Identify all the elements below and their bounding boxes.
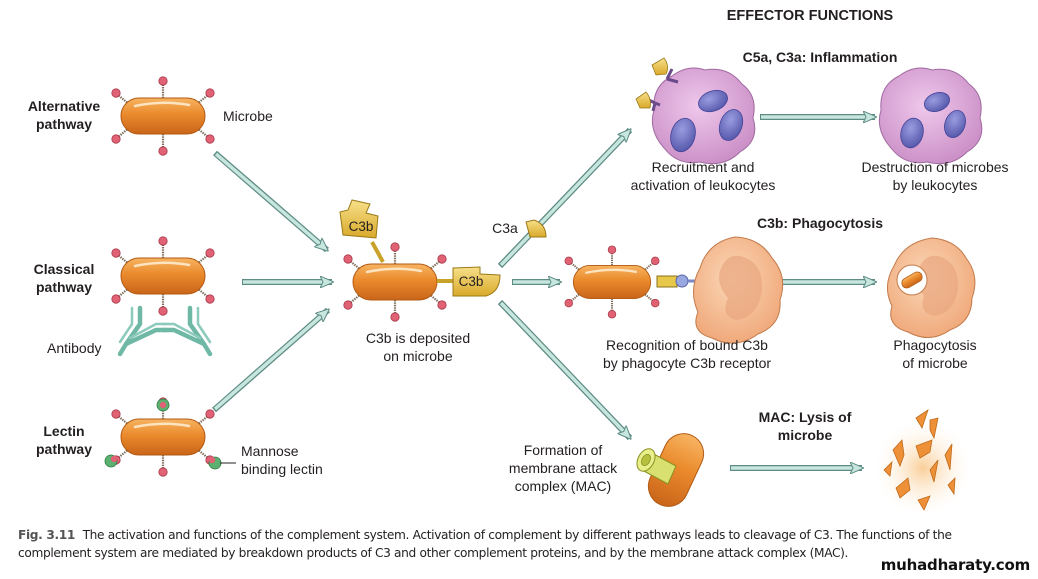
lectin-pathway-label-line2: pathway (35, 441, 92, 457)
effector-functions-title: EFFECTOR FUNCTIONS (726, 8, 894, 24)
figure-caption: Fig. 3.11 The activation and functions o… (18, 526, 1028, 562)
microbe-label: Microbe (223, 108, 273, 124)
phagocytosis-result-label: Phagocytosis of microbe (870, 336, 1000, 372)
recruitment-line2: activation of leukocytes (630, 177, 776, 193)
inflammation-heading: C5a, C3a: Inflammation (742, 49, 898, 65)
antibody-label: Antibody (47, 340, 102, 356)
alternative-pathway-label-line2: pathway (35, 116, 92, 132)
c3a-fragment-icon (525, 219, 547, 238)
recognition-line1: Recognition of bound C3b (606, 337, 768, 353)
c3b-deposited-line1: C3b is deposited (365, 330, 471, 346)
c3b-top-label: C3b (348, 219, 374, 234)
destruction-line1: Destruction of microbes (861, 159, 1009, 175)
leukocyte-recruitment (651, 67, 756, 165)
leukocyte-destruction (878, 67, 983, 165)
mac-formation-line3: complex (MAC) (514, 478, 612, 494)
classical-pathway-label-line1: Classical (33, 261, 95, 277)
c3b-side-label: C3b (458, 274, 484, 289)
phagocytosis-heading: C3b: Phagocytosis (756, 215, 884, 231)
alternative-pathway-label-line1: Alternative (27, 98, 101, 114)
mac-formation-line2: membrane attack (508, 460, 618, 476)
classical-pathway-label: Classical pathway (14, 260, 114, 296)
destruction-label: Destruction of microbes by leukocytes (840, 158, 1030, 194)
phagocytosis-result-line1: Phagocytosis (893, 337, 977, 353)
lysed-microbe-fragments (875, 409, 971, 516)
recognition-line2: by phagocyte C3b receptor (602, 355, 772, 371)
mac-heading: MAC: Lysis of microbe (740, 408, 870, 444)
microbe-classical (110, 235, 216, 317)
figure-caption-text: The activation and functions of the comp… (18, 528, 952, 560)
alternative-pathway-label: Alternative pathway (14, 97, 114, 133)
mac-formation-line1: Formation of (523, 442, 603, 458)
c3b-deposited-caption: C3b is deposited on microbe (340, 329, 496, 365)
recruitment-line1: Recruitment and (651, 159, 755, 175)
lectin-pathway-label-line1: Lectin (43, 423, 85, 439)
c3b-side-fragment-icon (437, 266, 501, 297)
recognition-label: Recognition of bound C3b by phagocyte C3… (582, 336, 792, 372)
watermark: muhadharaty.com (880, 556, 1030, 574)
destruction-line2: by leukocytes (892, 177, 978, 193)
lectin-pathway-label: Lectin pathway (14, 422, 114, 458)
recruitment-label: Recruitment and activation of leukocytes (610, 158, 796, 194)
antibody-right-icon (162, 308, 210, 354)
phagocyte-recognition (693, 236, 784, 344)
mac-pore-icon (636, 448, 677, 485)
mac-heading-line1: MAC: Lysis of (758, 409, 852, 425)
mac-heading-line2: microbe (777, 427, 833, 443)
c3b-top-fragment-icon (339, 199, 385, 263)
microbe-center (342, 241, 448, 323)
classical-pathway-label-line2: pathway (35, 279, 92, 295)
mannose-label-line1: Mannose (241, 443, 299, 459)
arrows (212, 117, 875, 468)
c3a-label: C3a (492, 220, 518, 236)
mac-formation-label: Formation of membrane attack complex (MA… (500, 441, 626, 495)
mannose-label-line2: binding lectin (241, 461, 323, 477)
figure-number: Fig. 3.11 (18, 528, 76, 542)
phagocytosis-result-line2: of microbe (902, 355, 968, 371)
mannose-binding-lectin-label: Mannose binding lectin (241, 442, 323, 478)
c3b-deposited-line2: on microbe (383, 348, 453, 364)
c5a-receptor-icon (635, 57, 679, 112)
microbe-alternative (110, 75, 216, 157)
phagocyte-ingested (887, 237, 976, 338)
microbe-phagocytosis (563, 244, 661, 320)
